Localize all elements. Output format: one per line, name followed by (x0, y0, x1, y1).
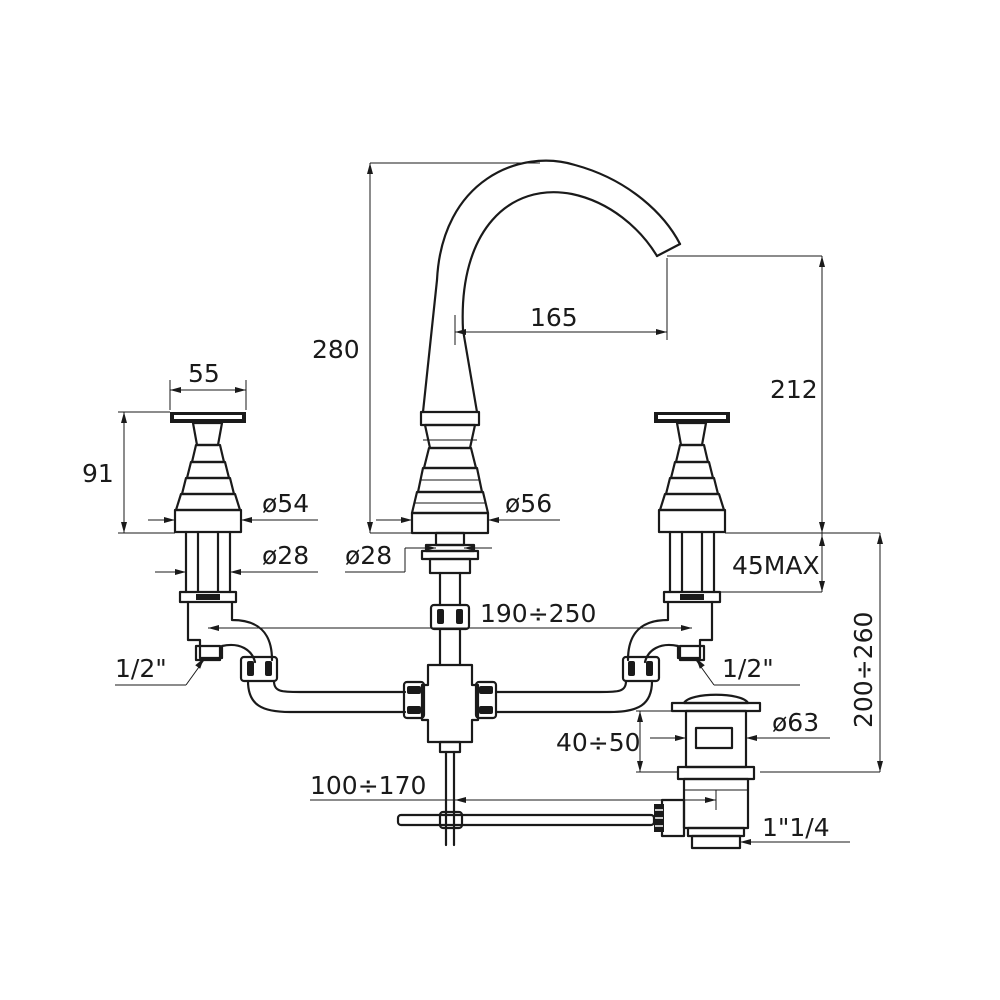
mixing-body (402, 663, 498, 847)
handle-shank-diameter-label: ø28 (262, 541, 309, 570)
drain-flange-diameter-label: ø63 (772, 708, 819, 737)
center-spread-label: 190÷250 (480, 599, 596, 628)
pop-up-drain (396, 693, 762, 850)
spout-reach-label: 165 (530, 303, 578, 332)
spout (410, 159, 682, 667)
left-handle (170, 412, 407, 714)
spout-height-label: 280 (312, 335, 360, 364)
drain-thread-label: 1"1/4 (762, 813, 830, 842)
handle-base-diameter-label: ø54 (262, 489, 309, 518)
outlet-height-label: 212 (770, 375, 818, 404)
right-handle (495, 412, 730, 714)
drain-thickness-label: 40÷50 (556, 728, 641, 757)
inlet-right-label: 1/2" (722, 654, 774, 683)
spout-shank-diameter-label: ø28 (345, 541, 392, 570)
under-deck-height-label: 200÷260 (849, 612, 878, 728)
inlet-left-label: 1/2" (115, 654, 167, 683)
spout-base-diameter-label: ø56 (505, 489, 552, 518)
dimension-lines (115, 162, 883, 845)
rod-distance-label: 100÷170 (310, 771, 426, 800)
deck-thickness-label: 45MAX (732, 551, 820, 580)
handle-height-label: 91 (82, 459, 114, 488)
handle-width-label: 55 (188, 359, 220, 388)
